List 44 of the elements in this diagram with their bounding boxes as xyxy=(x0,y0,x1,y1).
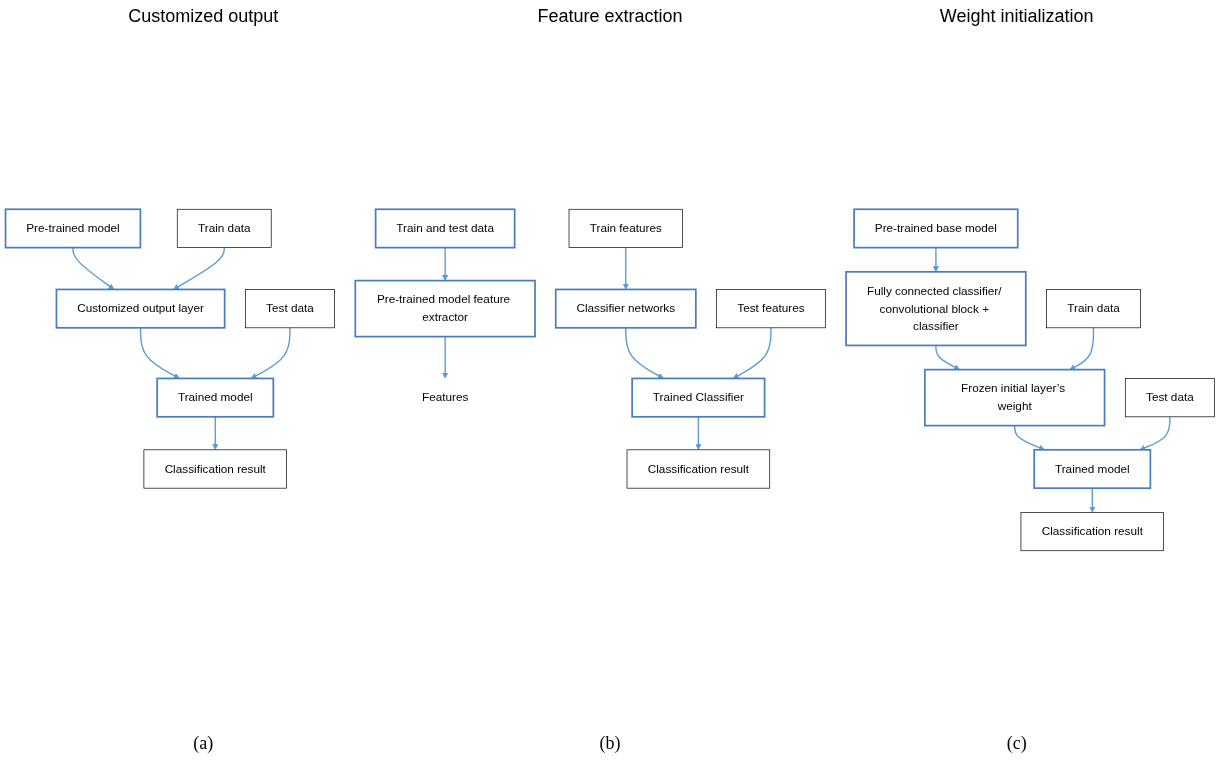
arrow xyxy=(932,246,939,273)
node-box: Frozen initial layer’s weight xyxy=(923,368,1106,427)
node-box: Fully connected classifier/ convolutional block + classifier xyxy=(845,270,1027,347)
panel-caption: (b) xyxy=(598,733,622,754)
node-box: Classification result xyxy=(626,449,771,489)
arrow xyxy=(622,246,629,290)
arrow xyxy=(935,344,960,370)
node-box: Test features xyxy=(716,289,826,329)
arrow xyxy=(72,246,115,290)
node-box: Trained Classifier xyxy=(631,377,766,418)
arrow xyxy=(732,327,772,379)
arrow xyxy=(1139,416,1171,451)
panel-heading: Feature extraction xyxy=(536,6,684,27)
panel-caption: (c) xyxy=(1005,733,1028,754)
node-box: Pre-trained model feature extractor xyxy=(354,279,536,338)
node-box: Train and test data xyxy=(374,208,516,249)
arrow xyxy=(250,327,291,379)
node-text: Features xyxy=(421,390,469,405)
arrow xyxy=(173,246,225,290)
node-box: Train data xyxy=(1046,289,1141,329)
node-box: Classification result xyxy=(143,449,287,489)
arrow xyxy=(442,246,449,281)
node-box: Trained model xyxy=(156,377,275,418)
panel-heading: Customized output xyxy=(127,6,280,27)
node-box: Test data xyxy=(1124,378,1215,418)
arrow xyxy=(625,327,664,379)
node-box: Train data xyxy=(176,208,272,248)
node-box: Customized output layer xyxy=(55,288,226,329)
node-box: Train features xyxy=(568,208,683,248)
arrow xyxy=(695,416,702,451)
arrow xyxy=(442,335,449,379)
arrow xyxy=(1069,327,1095,370)
arrow xyxy=(1089,487,1096,513)
node-box: Classifier networks xyxy=(554,288,697,329)
node-box: Trained model xyxy=(1033,448,1152,490)
panel-heading: Weight initialization xyxy=(938,6,1095,27)
node-box: Pre-trained model xyxy=(4,208,142,249)
arrow xyxy=(1014,424,1045,451)
node-box: Classification result xyxy=(1020,512,1164,552)
node-box: Test data xyxy=(245,289,335,329)
arrow xyxy=(139,327,180,379)
node-box: Pre-trained base model xyxy=(853,208,1019,249)
panel-caption: (a) xyxy=(192,733,215,754)
arrow xyxy=(212,416,219,451)
